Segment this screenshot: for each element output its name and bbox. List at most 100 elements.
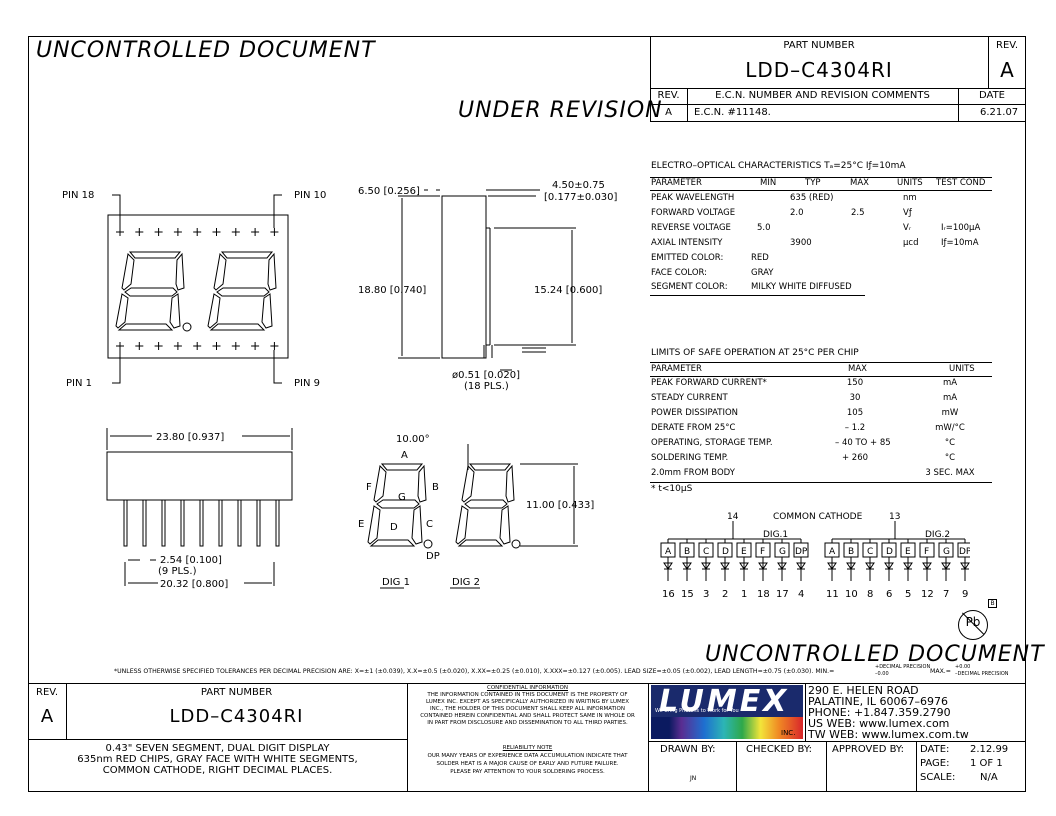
tolerance-note-f: –DECIMAL PRECISION [955, 671, 1009, 677]
confidential-line-1: THE INFORMATION CONTAINED IN THIS DOCUME… [427, 692, 628, 698]
eo-header-cell: UNITS [897, 178, 923, 188]
limits-cell: °C [944, 438, 956, 448]
limits-cell: – 40 TO + 85 [835, 438, 891, 448]
seg-label-a: A [401, 450, 408, 461]
circuit-pin-label: 8 [867, 589, 873, 600]
page-label: PAGE: [920, 758, 950, 769]
eo-header-cell: TYP [805, 178, 821, 188]
eo-cell: Vᵣ [903, 223, 912, 233]
scale-value: N/A [980, 772, 998, 783]
circuit-pin-label: 15 [681, 589, 694, 600]
eo-cell: 3900 [790, 238, 812, 248]
limits-title: LIMITS OF SAFE OPERATION AT 25°C PER CHI… [651, 348, 859, 358]
circuit-seg-label: A [829, 547, 836, 557]
eo-cell: REVERSE VOLTAGE [651, 223, 731, 233]
date-col-header: DATE [978, 90, 1005, 101]
circuit-pin-label: 6 [886, 589, 892, 600]
circuit-pin-label: 10 [845, 589, 858, 600]
eo-cell: Iᵣ=100µA [941, 223, 981, 233]
dim-pin-count: (18 PLS.) [464, 381, 509, 392]
confidential-line-5: IN PART FROM DISCLOSURE AND DISSEMINATIO… [427, 720, 628, 726]
pb-text: Pb [965, 615, 981, 629]
common-pin-13: 13 [889, 512, 901, 522]
limits-cell: mW/°C [935, 423, 965, 433]
rev-row-rev: A [665, 107, 672, 118]
dim-pin-diameter: ø0.51 [0.020] [452, 370, 520, 381]
circuit-pin-label: 3 [703, 589, 709, 600]
seg-label-c: C [426, 519, 433, 530]
lumex-inc: INC. [781, 729, 796, 737]
eo-cell: FORWARD VOLTAGE [651, 208, 736, 218]
dim-pin-span: 15.24 [0.600] [534, 285, 602, 296]
dim-height: 18.80 [0.740] [358, 285, 426, 296]
eo-cell: Iƒ=10mA [941, 238, 979, 248]
uncontrolled-watermark-top: UNCONTROLLED DOCUMENT [36, 38, 376, 63]
drawn-by-value: JN [690, 775, 697, 782]
limits-cell: PEAK FORWARD CURRENT* [651, 378, 767, 388]
description-line-1: 0.43" SEVEN SEGMENT, DUAL DIGIT DISPLAY [105, 743, 330, 754]
rev-value-top: A [1000, 58, 1014, 82]
limits-header-cell: PARAMETER [651, 364, 702, 374]
part-number-top: LDD–C4304RI [745, 58, 893, 82]
eo-cell: 2.0 [790, 208, 804, 218]
eo-extra-cell: RED [751, 253, 769, 263]
seg-label-f: F [366, 482, 372, 493]
eo-cell: 635 (RED) [790, 193, 834, 203]
limits-header-cell: UNITS [949, 364, 975, 374]
drawn-by-label: DRAWN BY: [660, 744, 716, 755]
limits-cell: 150 [846, 378, 864, 388]
limits-cell: 3 SEC. MAX [925, 468, 975, 478]
mechanical-drawing: PIN 18 PIN 10 PIN 1 PIN 9 6.50 [0.256] 4… [62, 180, 618, 590]
dim-width: 23.80 [0.937] [156, 432, 224, 443]
limits-cell: 105 [846, 408, 864, 418]
limits-cell: mA [942, 378, 958, 388]
circuit-seg-label: A [665, 547, 672, 557]
tolerance-note-e: +0.00 [955, 664, 971, 670]
circuit-seg-label: G [943, 547, 950, 557]
drawing-frame [28, 36, 1026, 792]
seg-label-dp: DP [426, 551, 440, 562]
uncontrolled-watermark-bottom: UNCONTROLLED DOCUMENT [705, 642, 1045, 667]
address-tw-web: TW WEB: www.lumex.com.tw [808, 728, 969, 741]
confidential-line-2: LUMEX INC. EXCEPT AS SPECIFICALLY AUTHOR… [426, 699, 629, 705]
rev-row-date: 6.21.07 [980, 107, 1019, 118]
circuit-seg-label: B [848, 547, 854, 557]
pb-box [988, 599, 997, 608]
description-line-2: 635nm RED CHIPS, GRAY FACE WITH WHITE SE… [77, 754, 358, 765]
limits-header-cell: MAX [848, 364, 867, 374]
reliability-line-2: SOLDER HEAT IS A MAJOR CAUSE OF EARLY AN… [436, 761, 619, 767]
rev-row-ecn: E.C.N. #11148. [694, 107, 771, 118]
limits-cell: POWER DISSIPATION [651, 408, 739, 418]
dim-pitch: 2.54 [0.100] [160, 555, 222, 566]
circuit-pin-label: 16 [662, 589, 675, 600]
limits-cell: – 1.2 [844, 423, 866, 433]
eo-cell: AXIAL INTENSITY [651, 238, 723, 248]
limits-cell: mW [941, 408, 959, 418]
pin9-label: PIN 9 [294, 378, 320, 389]
limits-cell: °C [944, 453, 956, 463]
rev-label-top: REV. [996, 40, 1018, 51]
circuit-seg-label: E [905, 547, 911, 557]
circuit-pin-label: 9 [962, 589, 968, 600]
seg-label-b: B [432, 482, 439, 493]
confidential-title: CONFIDENTIAL INFORMATION [486, 685, 568, 691]
dim-angle: 10.00° [396, 434, 430, 445]
part-number-label-top: PART NUMBER [783, 40, 855, 51]
limits-footnote: * t<10µS [651, 484, 693, 494]
lumex-logo-text: LUMEX [659, 684, 790, 719]
eo-cell: Vƒ [903, 208, 912, 218]
address-line-2: PALATINE, IL 60067–6976 [808, 695, 948, 708]
circuit-seg-label: E [741, 547, 747, 557]
under-revision-label: UNDER REVISION [458, 98, 663, 123]
circuit-seg-label: F [924, 547, 929, 557]
eo-cell: 2.5 [851, 208, 865, 218]
tolerance-note-d: MAX.= [930, 668, 951, 675]
eo-cell: nm [903, 193, 917, 203]
reliability-line-3: PLEASE PAY ATTENTION TO YOUR SOLDERING P… [450, 769, 605, 775]
circuit-diagram: A16B15C3D2E1F18G17DP4A11B10C8D6E5F12G7DP… [660, 521, 970, 600]
description-line-3: COMMON CATHODE, RIGHT DECIMAL PLACES. [102, 765, 333, 776]
limits-cell: DERATE FROM 25°C [651, 423, 736, 433]
circuit-pin-label: 2 [722, 589, 728, 600]
reliability-title: RELIABILITY NOTE [502, 745, 553, 751]
scale-label: SCALE: [920, 772, 956, 783]
